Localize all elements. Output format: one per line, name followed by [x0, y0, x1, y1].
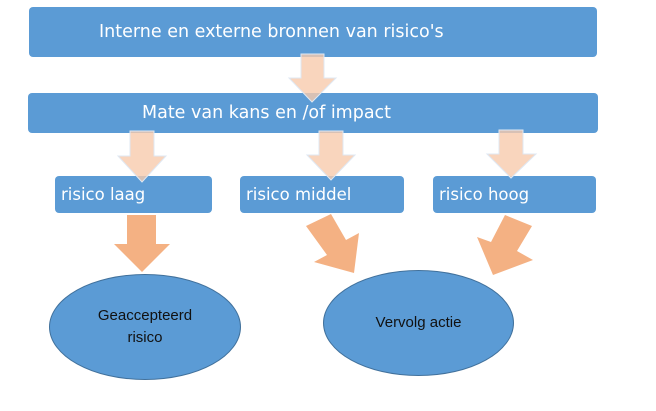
level-box-medium: risico middel: [240, 176, 404, 213]
outcome-label: Vervolg actie: [375, 314, 462, 331]
arrow-assessment-to-low: [116, 130, 168, 183]
arrow-high-to-action: [477, 215, 533, 275]
level-box-low: risico laag: [55, 176, 212, 213]
arrow-assessment-to-high: [485, 129, 538, 179]
outcome-label: Geaccepteerd risico: [97, 307, 193, 346]
arrow-low-to-accepted: [114, 215, 170, 272]
outcome-follow-up-action: Vervolg actie: [323, 270, 514, 376]
level-box-high: risico hoog: [433, 176, 596, 213]
level-label: risico laag: [61, 185, 146, 204]
level-label: risico middel: [246, 185, 352, 204]
arrow-assessment-to-medium: [305, 130, 357, 181]
source-box: Interne en externe bronnen van risico's: [29, 7, 597, 57]
outcome-accepted-risk: Geaccepteerd risico: [49, 274, 241, 380]
assessment-box-label: Mate van kans en /of impact: [142, 103, 392, 123]
source-box-label: Interne en externe bronnen van risico's: [99, 22, 444, 42]
level-label: risico hoog: [439, 185, 530, 204]
assessment-box: Mate van kans en /of impact: [28, 93, 598, 133]
arrow-medium-to-action: [306, 214, 359, 273]
